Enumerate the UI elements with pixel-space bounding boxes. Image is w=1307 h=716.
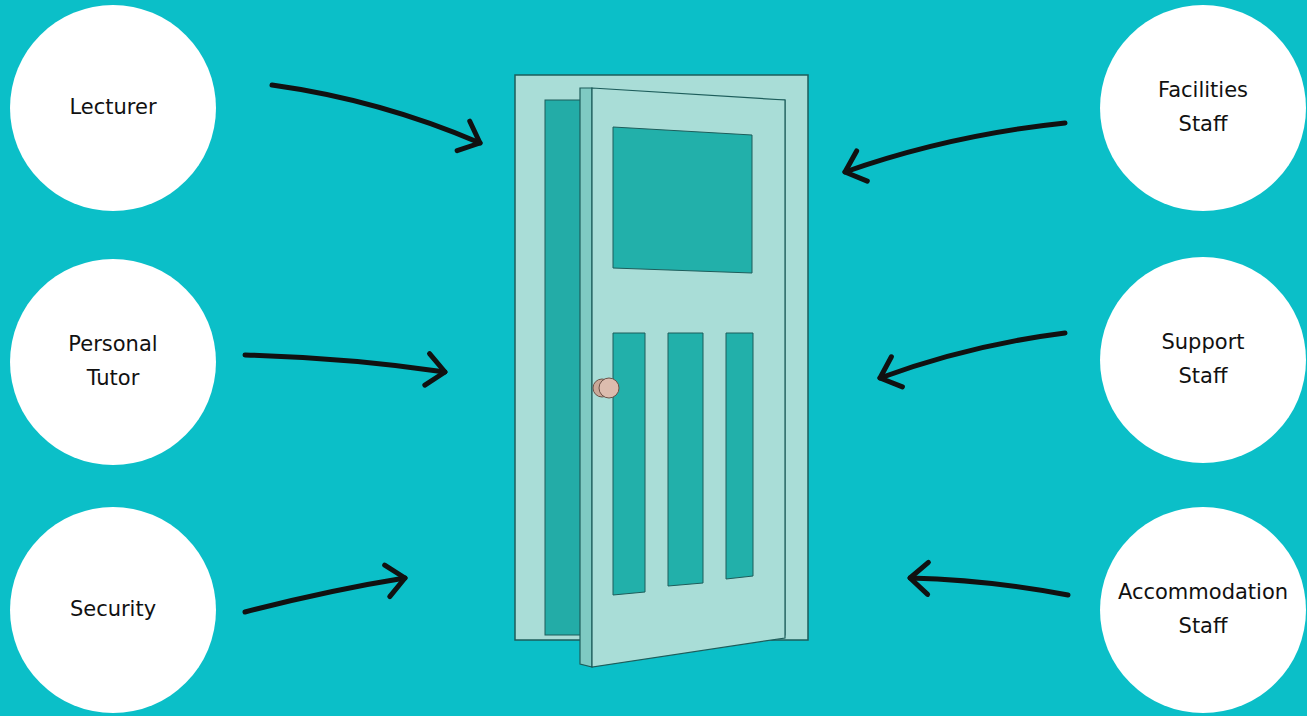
- pointer-arrow: [245, 355, 445, 372]
- arrows: [245, 85, 1068, 612]
- pointer-arrow: [245, 578, 405, 612]
- door-inset: [613, 333, 645, 595]
- role-label: Accommodation Staff: [1118, 576, 1288, 643]
- role-circle: Personal Tutor: [10, 259, 216, 465]
- pointer-arrow: [910, 578, 1068, 595]
- pointer-arrow: [880, 333, 1065, 378]
- door-inset: [726, 333, 753, 579]
- door: [515, 75, 808, 667]
- role-circle: Facilities Staff: [1100, 5, 1306, 211]
- door-panel: [592, 88, 785, 667]
- role-circle: Accommodation Staff: [1100, 507, 1306, 713]
- pointer-arrow: [272, 85, 480, 143]
- door-edge: [580, 88, 592, 667]
- door-knob: [599, 378, 619, 398]
- role-label: Facilities Staff: [1158, 74, 1248, 141]
- door-window: [613, 127, 752, 273]
- role-label: Personal Tutor: [68, 328, 157, 395]
- role-circle: Support Staff: [1100, 257, 1306, 463]
- pointer-arrow: [845, 123, 1065, 172]
- role-label: Security: [70, 593, 156, 627]
- role-label: Support Staff: [1161, 326, 1244, 393]
- role-circle: Lecturer: [10, 5, 216, 211]
- door-inset: [668, 333, 703, 586]
- role-circle: Security: [10, 507, 216, 713]
- role-label: Lecturer: [69, 91, 156, 125]
